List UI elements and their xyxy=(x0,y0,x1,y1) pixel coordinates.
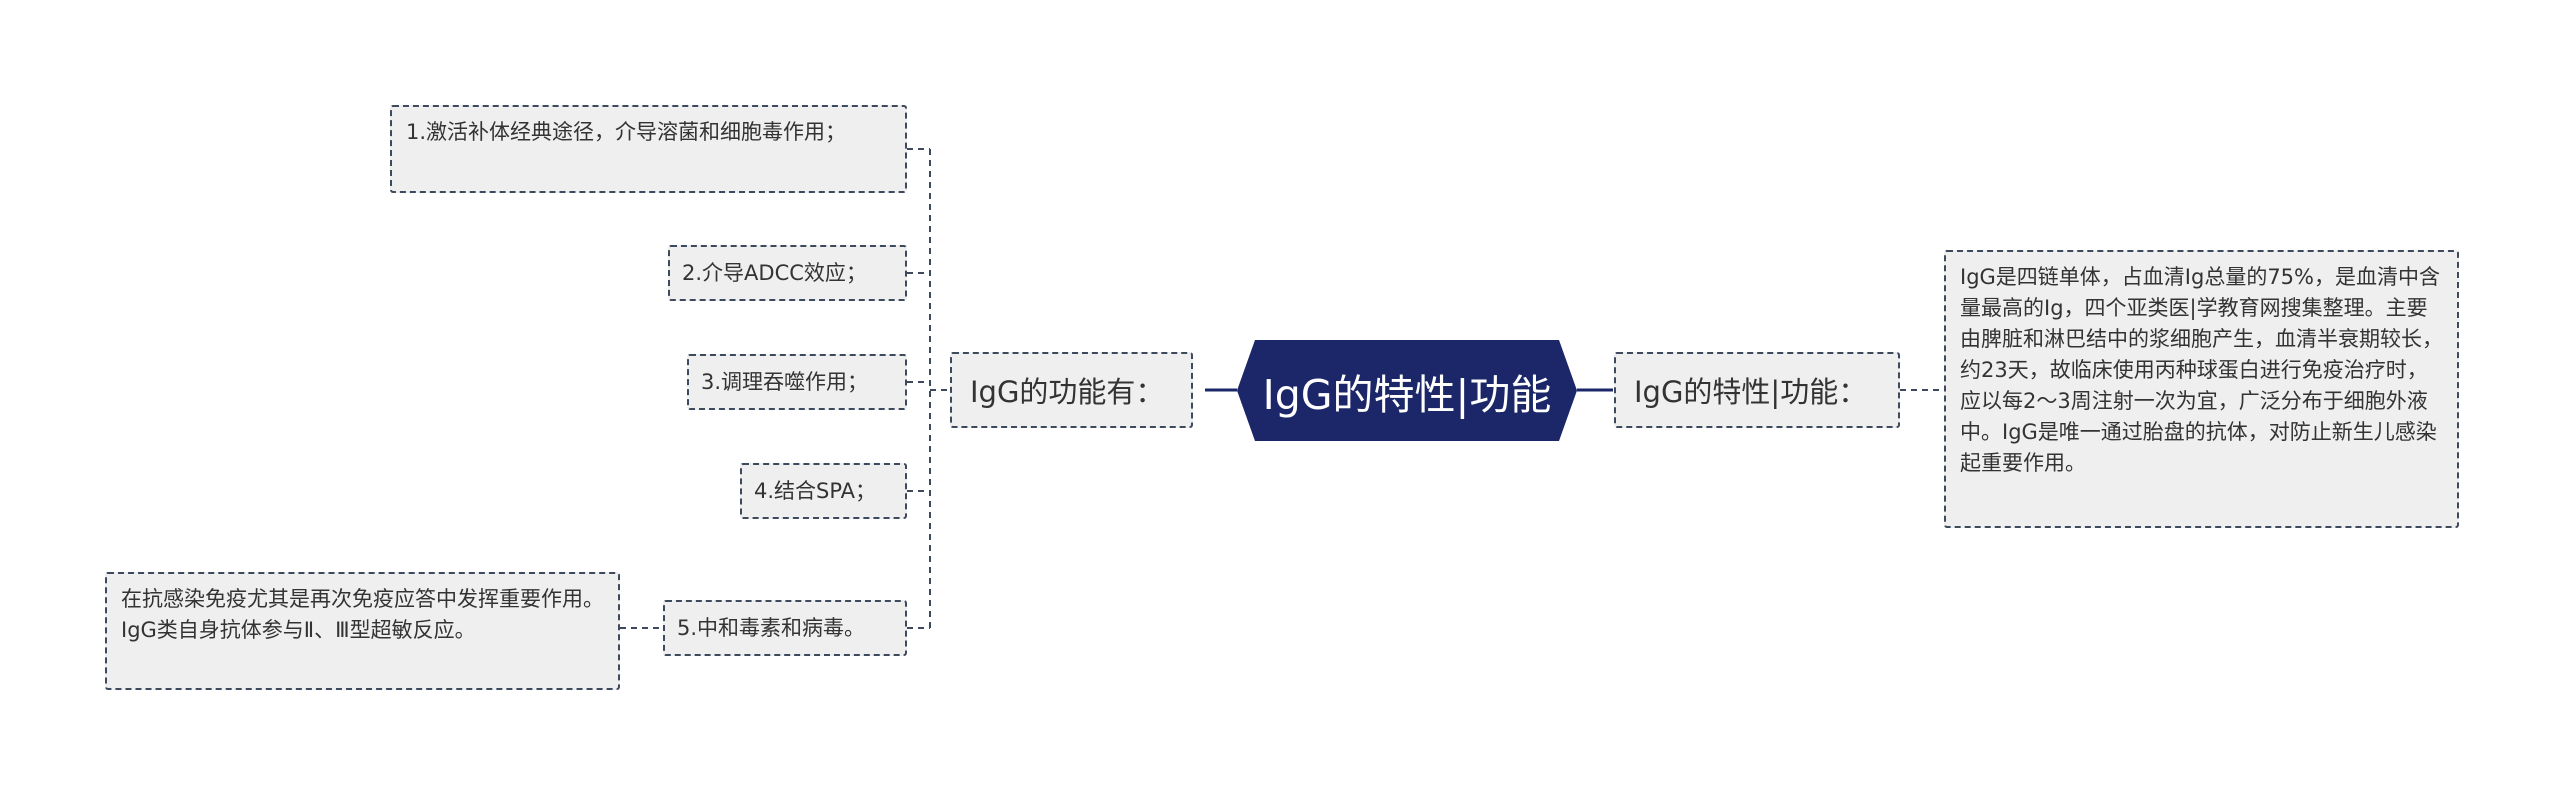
function-item-1[interactable]: 1.激活补体经典途径，介导溶菌和细胞毒作用； xyxy=(390,105,907,193)
function-item-4-label: 4.结合SPA； xyxy=(754,478,877,503)
right-branch-label: IgG的特性|功能： xyxy=(1634,375,1868,409)
function-item-3[interactable]: 3.调理吞噬作用； xyxy=(687,354,907,410)
property-detail[interactable]: IgG是四链单体，占血清Ig总量的75%，是血清中含量最高的Ig，四个亚类医|学… xyxy=(1944,250,2459,528)
function-item-5[interactable]: 5.中和毒素和病毒。 xyxy=(663,600,907,656)
function-item-2[interactable]: 2.介导ADCC效应； xyxy=(668,245,907,301)
function-item-5-detail-text: 在抗感染免疫尤其是再次免疫应答中发挥重要作用。IgG类自身抗体参与Ⅱ、Ⅲ型超敏反… xyxy=(121,587,604,642)
root-topic[interactable]: IgG的特性|功能 xyxy=(1237,340,1577,441)
left-branch-label: IgG的功能有： xyxy=(970,375,1165,409)
right-branch-topic[interactable]: IgG的特性|功能： xyxy=(1614,352,1900,428)
root-topic-label: IgG的特性|功能 xyxy=(1262,370,1552,419)
function-item-3-label: 3.调理吞噬作用； xyxy=(701,369,869,394)
left-branch-topic[interactable]: IgG的功能有： xyxy=(950,352,1193,428)
property-detail-text: IgG是四链单体，占血清Ig总量的75%，是血清中含量最高的Ig，四个亚类医|学… xyxy=(1960,265,2443,475)
function-item-5-label: 5.中和毒素和病毒。 xyxy=(677,615,866,640)
function-item-4[interactable]: 4.结合SPA； xyxy=(740,463,907,519)
function-item-5-detail[interactable]: 在抗感染免疫尤其是再次免疫应答中发挥重要作用。IgG类自身抗体参与Ⅱ、Ⅲ型超敏反… xyxy=(105,572,620,690)
function-item-2-label: 2.介导ADCC效应； xyxy=(682,260,867,285)
function-item-1-label: 1.激活补体经典途径，介导溶菌和细胞毒作用； xyxy=(406,120,847,144)
